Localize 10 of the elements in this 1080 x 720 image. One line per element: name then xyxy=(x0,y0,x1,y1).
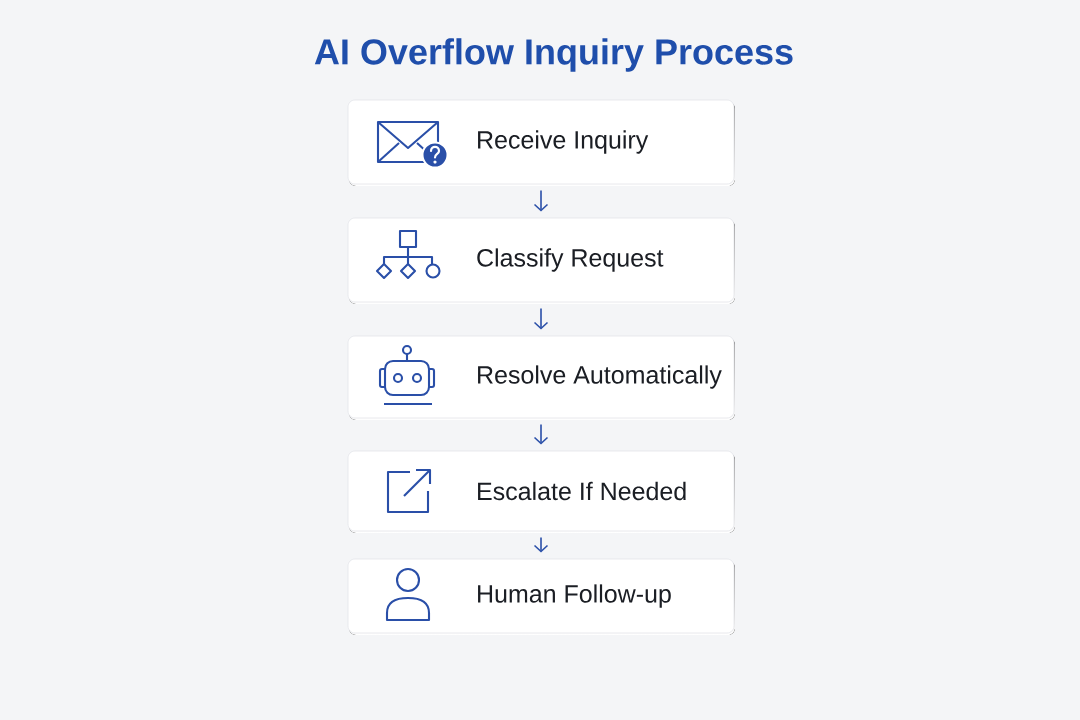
process-box: Escalate If Needed xyxy=(347,450,735,533)
process-box: Receive Inquiry xyxy=(347,99,735,186)
title: AI Overflow Inquiry Process xyxy=(314,38,793,72)
arrow xyxy=(533,189,549,212)
process-box: Human Follow-up xyxy=(347,558,735,635)
arrow xyxy=(533,307,549,330)
arrow xyxy=(533,423,549,445)
process-box: Resolve Automatically xyxy=(347,335,735,420)
process-box: Classify Request xyxy=(347,217,735,304)
arrow xyxy=(533,536,549,553)
